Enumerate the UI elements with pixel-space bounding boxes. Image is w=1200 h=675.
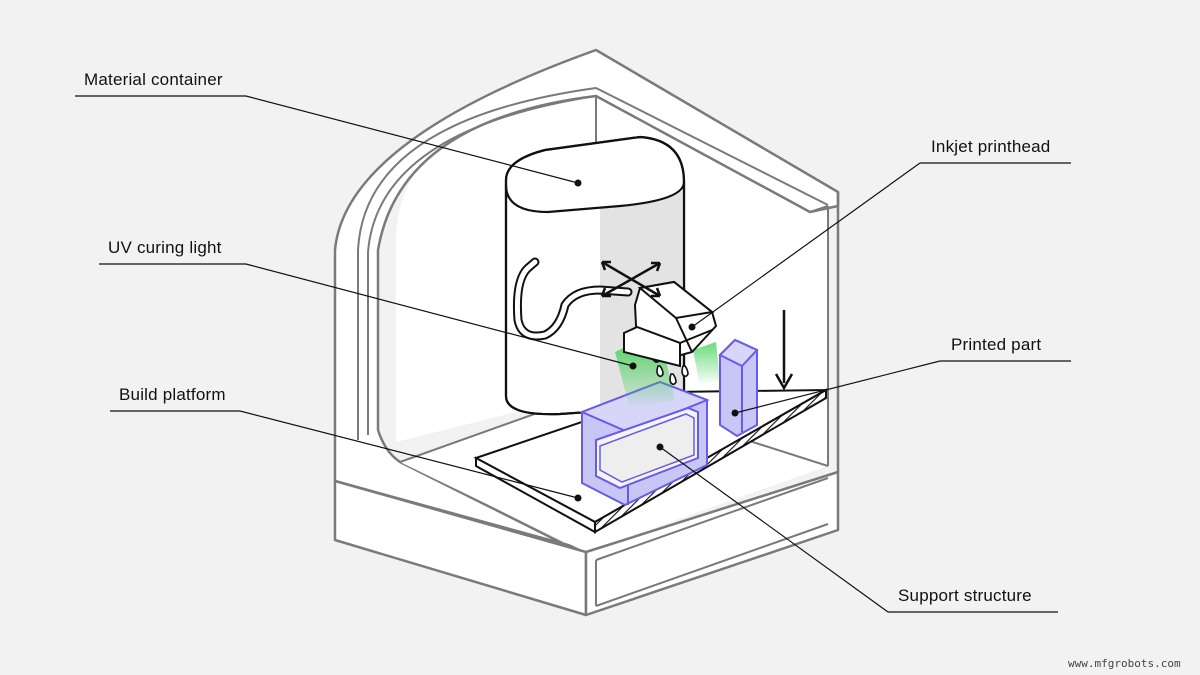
uv-light-glow-right — [693, 342, 720, 386]
z-motion-arrow — [774, 310, 794, 391]
leader-dots — [574, 179, 739, 502]
leader-lines — [75, 95, 1071, 613]
watermark: www.mfgrobots.com — [1068, 657, 1181, 670]
printed-part — [579, 338, 759, 507]
ink-droplet — [669, 373, 677, 386]
label-printed-part: Printed part — [951, 335, 1042, 354]
label-material-container: Material container — [84, 70, 223, 89]
enclosure-base-right — [584, 470, 840, 617]
platform-edge-right — [594, 388, 827, 534]
label-uv-curing-light: UV curing light — [108, 238, 222, 257]
ink-droplet — [681, 365, 689, 378]
enclosure-inner-frame — [357, 86, 829, 440]
label-inkjet-printhead: Inkjet printhead — [931, 137, 1051, 156]
ink-droplet — [656, 365, 664, 378]
xy-motion-arrows — [600, 260, 662, 298]
label-support-structure: Support structure — [898, 586, 1032, 605]
feed-tube-inner — [515, 259, 631, 339]
inkjet-printhead — [623, 280, 718, 386]
label-build-platform: Build platform — [119, 385, 226, 404]
